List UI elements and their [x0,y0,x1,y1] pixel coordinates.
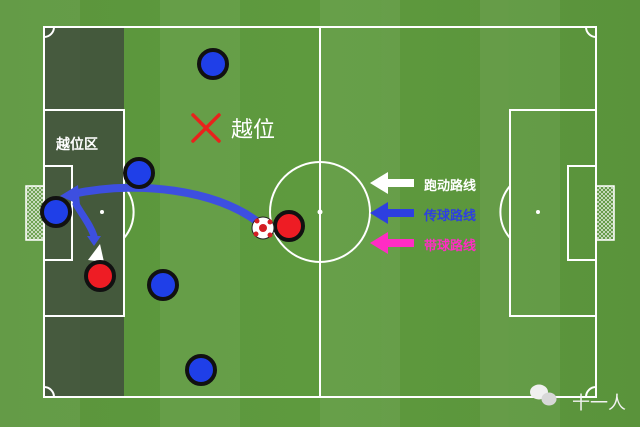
blue-players [40,48,229,386]
legend-dribble-arrow [370,232,414,254]
receiver-run-arrowhead [87,236,101,246]
blue-player [197,48,229,80]
pass-route-curve [68,183,262,226]
legend-run-arrow [370,172,414,194]
pass-route-arrowhead [60,185,80,205]
center-circle [269,161,371,263]
corner-arc-tl [43,26,55,38]
wechat-icon [530,384,557,406]
corner-arc-bl [43,386,55,398]
offside-mark-label: 越位 [231,118,276,143]
right-penalty-spot [536,210,540,214]
left-penalty-spot [100,210,104,214]
blue-player [185,354,217,386]
right-goal-net [595,185,615,241]
center-spot [317,209,323,215]
legend-pass-arrow [370,202,414,224]
red-player [84,260,116,292]
corner-arc-tr [585,26,597,38]
right-penalty-arc [499,185,511,239]
legend-dribble-label: 带球路线 [424,239,477,254]
red-run-arrow [88,244,104,262]
blue-player [123,157,155,189]
soccer-ball-icon [251,216,275,240]
blue-player [40,196,72,228]
legend-pass-label: 传球路线 [424,209,477,224]
left-penalty-arc [123,185,135,239]
blue-player [147,269,179,301]
right-goal-box [567,165,597,261]
red-player [273,210,305,242]
legend-run-label: 跑动路线 [424,179,477,194]
offside-zone-label: 越位区 [56,137,98,153]
receiver-run-line [72,200,98,240]
red-players [84,210,305,292]
corner-arc-br [585,386,597,398]
cross-mark-icon [191,113,221,143]
watermark: 十一人 [572,393,626,414]
